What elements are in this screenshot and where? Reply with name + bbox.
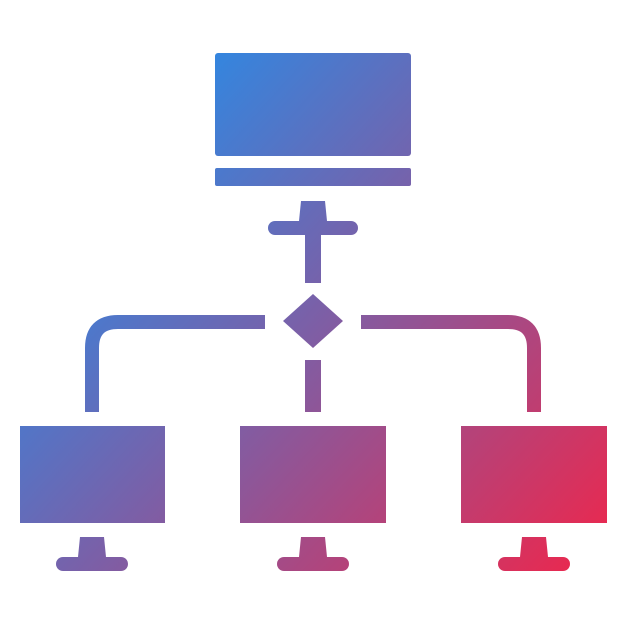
client-left-screen: [20, 426, 165, 523]
client-left-stand-neck: [78, 537, 106, 557]
link-center: [305, 360, 321, 412]
client-center-screen: [240, 426, 386, 523]
client-right-stand-neck: [520, 537, 548, 557]
server-connector-line: [305, 235, 321, 283]
server-monitor-icon: [215, 53, 411, 186]
link-right: [361, 315, 541, 412]
server-stand-base: [268, 221, 358, 235]
server-stand-neck: [299, 201, 327, 221]
network-links: [85, 315, 541, 412]
client-center-stand-neck: [299, 537, 327, 557]
client-right-screen: [461, 426, 607, 523]
server-monitor-screen: [215, 53, 411, 156]
client-center-stand-base: [277, 557, 349, 571]
link-left: [85, 315, 265, 412]
client-right-monitor-icon: [461, 426, 607, 571]
client-right-stand-base: [498, 557, 570, 571]
client-center-monitor-icon: [240, 426, 386, 571]
server-monitor-bezel: [215, 168, 411, 186]
client-left-stand-base: [56, 557, 128, 571]
diamond-hub-icon: [283, 294, 343, 348]
server-stand: [268, 201, 358, 283]
client-left-monitor-icon: [20, 426, 165, 571]
